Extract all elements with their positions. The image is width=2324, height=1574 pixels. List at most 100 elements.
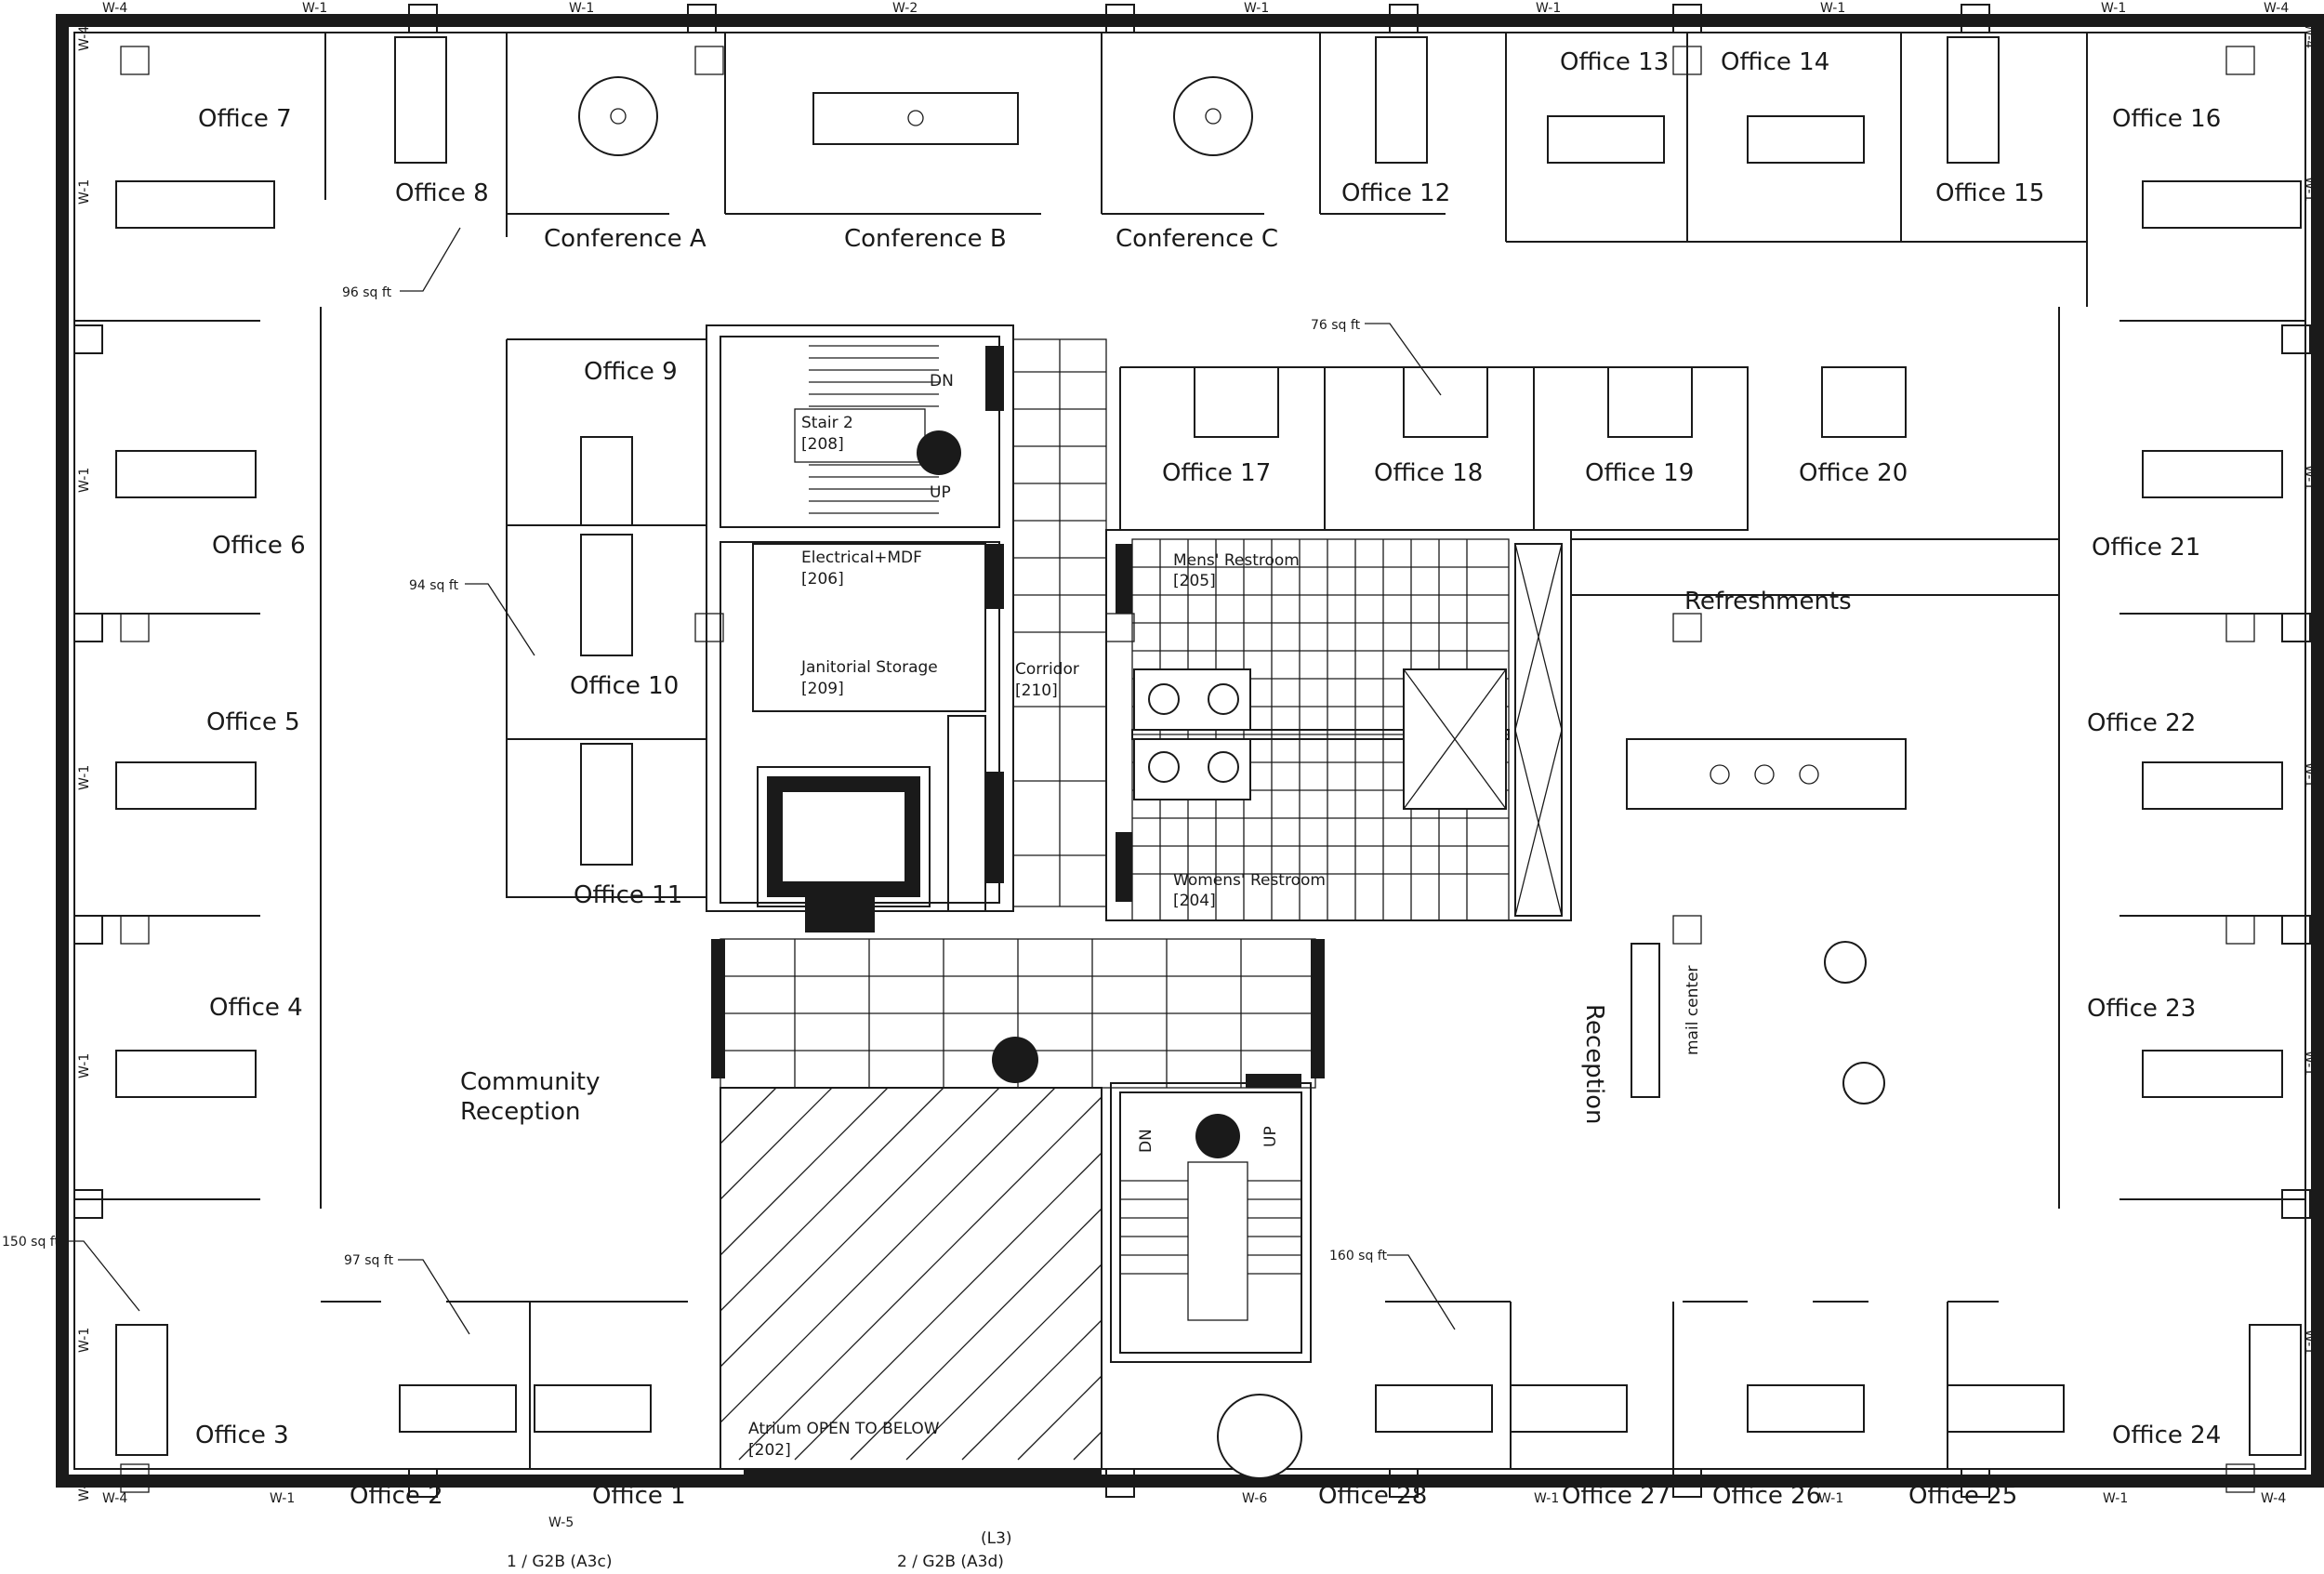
building-core — [706, 324, 1572, 1482]
wall-tag: W-1 — [302, 1, 327, 16]
office-5-label: Office 5 — [206, 708, 300, 736]
wall-tag: W-1 — [1244, 1, 1269, 16]
conference-c-label: Conference C — [1116, 225, 1278, 253]
office-20-label: Office 20 — [1799, 459, 1908, 487]
wall-tag: W-1 — [1536, 1, 1561, 16]
corridor-label: Corridor — [1015, 660, 1079, 679]
janitorial-number: [209] — [801, 680, 844, 698]
office-1-label: Office 1 — [592, 1482, 686, 1510]
electrical-number: [206] — [801, 570, 844, 589]
office-24-label: Office 24 — [2112, 1422, 2221, 1449]
stair-2-down: DN — [930, 372, 954, 390]
wall-tag: W-1 — [1534, 1491, 1559, 1506]
wall-tag: W-4 — [77, 1476, 92, 1501]
wall-tag: W-1 — [77, 468, 92, 493]
janitorial-label: Janitorial Storage — [800, 658, 938, 677]
office-25-label: Office 25 — [1908, 1482, 2017, 1510]
office-28-label: Office 28 — [1318, 1482, 1427, 1510]
section-reference-2: 2 / G2B (A3d) — [897, 1553, 1004, 1571]
office-22-label: Office 22 — [2087, 709, 2196, 737]
electrical-label: Electrical+MDF — [801, 549, 922, 567]
wall-tag: W-1 — [2302, 177, 2317, 202]
section-references: 1 / G2B (A3c) 2 / G2B (A3d) (L3) — [507, 1529, 1012, 1571]
office-10-label: Office 10 — [570, 672, 679, 700]
wall-tag: W-4 — [77, 26, 92, 51]
stair-1-up: UP — [1261, 1126, 1280, 1147]
womens-restroom-number: [204] — [1173, 892, 1216, 910]
office-4-label: Office 4 — [209, 994, 303, 1022]
wall-tag: W-1 — [569, 1, 594, 16]
office-23-label: Office 23 — [2087, 995, 2196, 1023]
area-callout-150: 150 sq ft — [2, 1235, 59, 1250]
wall-tag: W-1 — [77, 1053, 92, 1078]
exterior-walls — [56, 14, 2324, 1488]
womens-restroom-label: Womens' Restroom — [1173, 871, 1326, 890]
mens-restroom-number: [205] — [1173, 572, 1216, 590]
wall-tag: W-2 — [892, 1, 918, 16]
conference-a-label: Conference A — [544, 225, 706, 253]
office-13-label: Office 13 — [1560, 48, 1669, 76]
wall-tag: W-4 — [2264, 1, 2289, 16]
section-reference-1: 1 / G2B (A3c) — [507, 1553, 612, 1571]
wall-tag: W-1 — [2302, 762, 2317, 787]
area-callout-96: 96 sq ft — [342, 285, 392, 300]
office-labels: Office 7 Office 8 Office 12 Office 13 Of… — [195, 48, 2221, 1510]
office-21-label: Office 21 — [2092, 534, 2200, 562]
office-16-label: Office 16 — [2112, 105, 2221, 133]
conference-b-label: Conference B — [844, 225, 1007, 253]
wall-tag: W-1 — [1818, 1491, 1843, 1506]
office-11-label: Office 11 — [574, 881, 682, 909]
area-callout-94: 94 sq ft — [409, 578, 459, 593]
stair-2-up: UP — [930, 483, 951, 502]
wall-tag: W-1 — [1820, 1, 1845, 16]
furniture — [115, 36, 2302, 1479]
wall-tag: W-6 — [1242, 1491, 1267, 1506]
corridor-number: [210] — [1015, 681, 1058, 700]
office-27-label: Office 27 — [1562, 1482, 1670, 1510]
office-18-label: Office 18 — [1374, 459, 1483, 487]
office-7-label: Office 7 — [198, 105, 292, 133]
wall-tag: W-1 — [2103, 1491, 2128, 1506]
office-9-label: Office 9 — [584, 358, 678, 386]
office-26-label: Office 26 — [1712, 1482, 1821, 1510]
office-15-label: Office 15 — [1935, 179, 2044, 207]
stair-2-label: Stair 2 — [801, 414, 853, 432]
mail-center-label: mail center — [1684, 965, 1702, 1055]
mens-restroom-label: Mens' Restroom — [1173, 551, 1300, 570]
area-callout-76: 76 sq ft — [1311, 318, 1361, 333]
wall-tag: W-4 — [102, 1, 127, 16]
office-6-label: Office 6 — [212, 532, 306, 560]
office-8-label: Office 8 — [395, 179, 489, 207]
wall-tags: W-4 W-1 W-1 W-2 W-1 W-1 W-1 W-1 W-4 W-4 … — [77, 1, 2317, 1530]
space-labels: Conference A Conference B Conference C C… — [460, 225, 1852, 1460]
office-3-label: Office 3 — [195, 1422, 289, 1449]
wall-tag: W-4 — [2261, 1491, 2286, 1506]
stair-1-down: DN — [1137, 1129, 1155, 1153]
office-14-label: Office 14 — [1721, 48, 1829, 76]
office-19-label: Office 19 — [1585, 459, 1694, 487]
wall-tag: W-1 — [2302, 465, 2317, 490]
stair-2-number: [208] — [801, 435, 844, 454]
wall-tag: W-5 — [548, 1515, 574, 1530]
area-callout-97: 97 sq ft — [344, 1253, 394, 1268]
wall-tag: W-1 — [2302, 1329, 2317, 1355]
wall-tag: W-4 — [102, 1491, 127, 1506]
community-reception-line1: Community — [460, 1068, 600, 1096]
wall-tag: W-1 — [2302, 1051, 2317, 1076]
wall-tag: W-1 — [77, 179, 92, 205]
atrium-label: Atrium OPEN TO BELOW — [748, 1420, 940, 1438]
wall-tag: W-4 — [2302, 23, 2317, 48]
wall-tag: W-1 — [77, 765, 92, 790]
interior-partitions — [74, 33, 2305, 1469]
reception-label: Reception — [1580, 1004, 1608, 1125]
office-12-label: Office 12 — [1341, 179, 1450, 207]
atrium-number: [202] — [748, 1441, 791, 1460]
refreshments-label: Refreshments — [1684, 588, 1852, 615]
structural-columns — [73, 4, 2311, 1498]
wall-tag: W-1 — [77, 1328, 92, 1353]
area-callout-160: 160 sq ft — [1329, 1249, 1387, 1263]
office-17-label: Office 17 — [1162, 459, 1271, 487]
wall-tag: W-1 — [270, 1491, 295, 1506]
area-callouts: 96 sq ft 94 sq ft 76 sq ft 150 sq ft 97 … — [2, 227, 1456, 1335]
